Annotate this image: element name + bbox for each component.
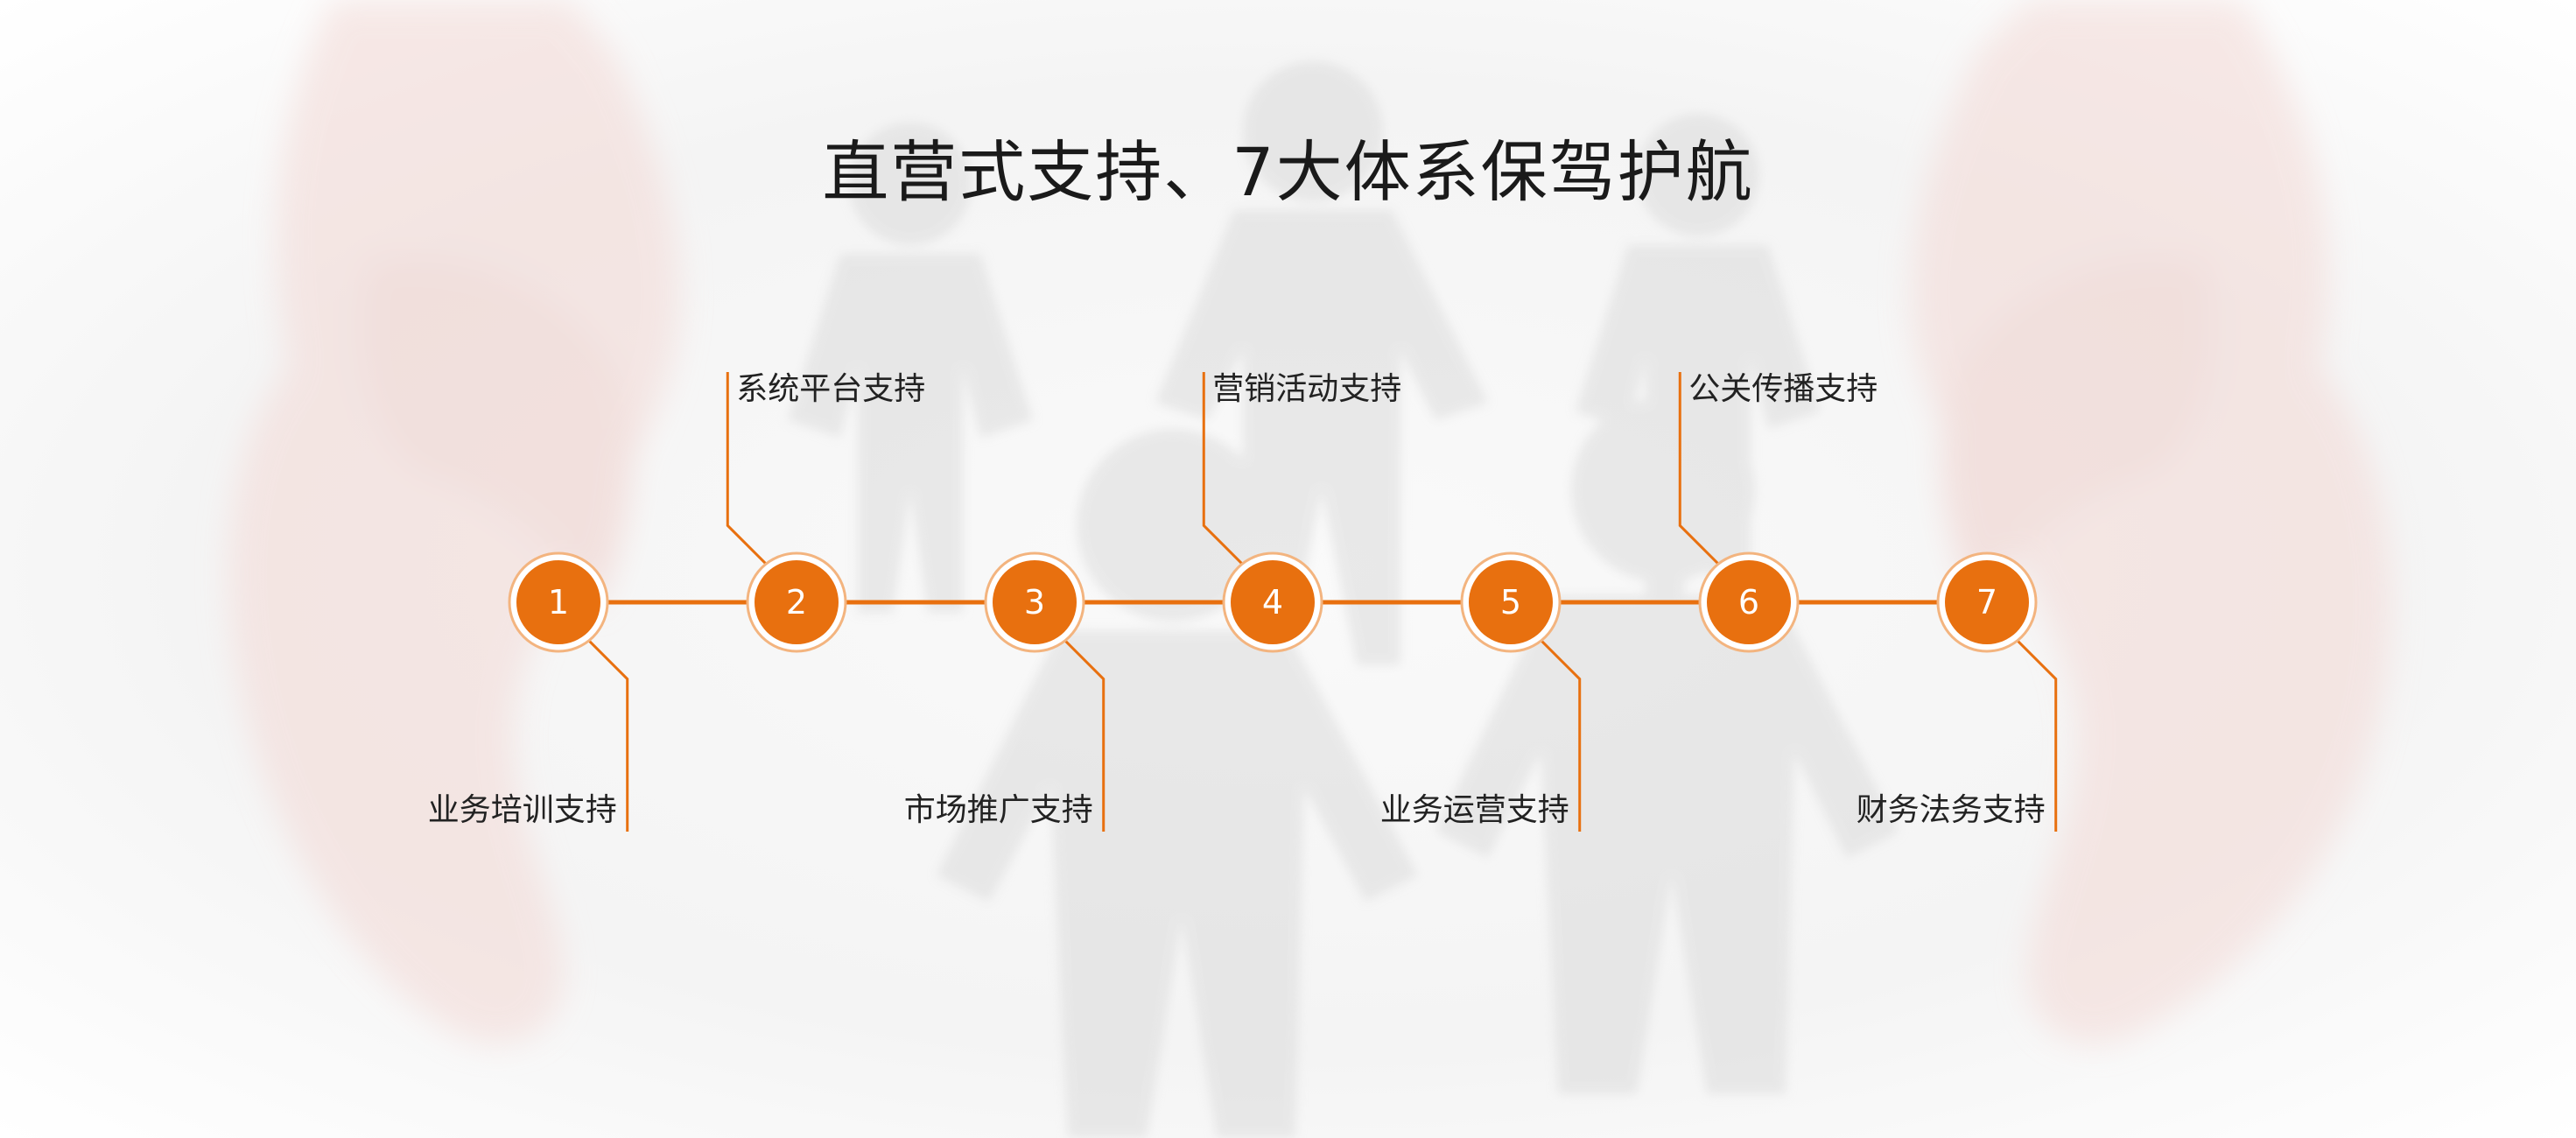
step-node-1: [516, 560, 600, 644]
leader-line-4: [1202, 372, 1244, 565]
leader-line-1: [587, 639, 629, 832]
step-label-5: 业务运营支持: [1379, 792, 1569, 828]
step-node-4: [1231, 560, 1315, 644]
leader-line-6: [1678, 372, 1720, 565]
leader-line-7: [2016, 639, 2058, 832]
leader-line-2: [726, 372, 768, 565]
step-node-3: [993, 560, 1077, 644]
step-label-6: 公关传播支持: [1688, 371, 1878, 407]
leader-line-3: [1063, 639, 1106, 832]
step-node-7: [1945, 560, 2029, 644]
left-hand-shape: [228, 0, 680, 1044]
paper-dolls-shape: [788, 61, 1899, 1138]
step-node-2: [755, 560, 839, 644]
step-label-2: 系统平台支持: [736, 371, 926, 407]
step-label-3: 市场推广支持: [903, 792, 1093, 828]
leader-line-5: [1540, 639, 1582, 832]
step-label-7: 财务法务支持: [1856, 792, 2046, 828]
step-node-5: [1469, 560, 1553, 644]
right-hand-shape: [1911, 0, 2391, 1044]
step-label-1: 业务培训支持: [427, 792, 617, 828]
step-label-4: 营销活动支持: [1212, 371, 1402, 407]
step-node-6: [1707, 560, 1791, 644]
page-title: 直营式支持、7大体系保驾护航: [822, 133, 1754, 211]
